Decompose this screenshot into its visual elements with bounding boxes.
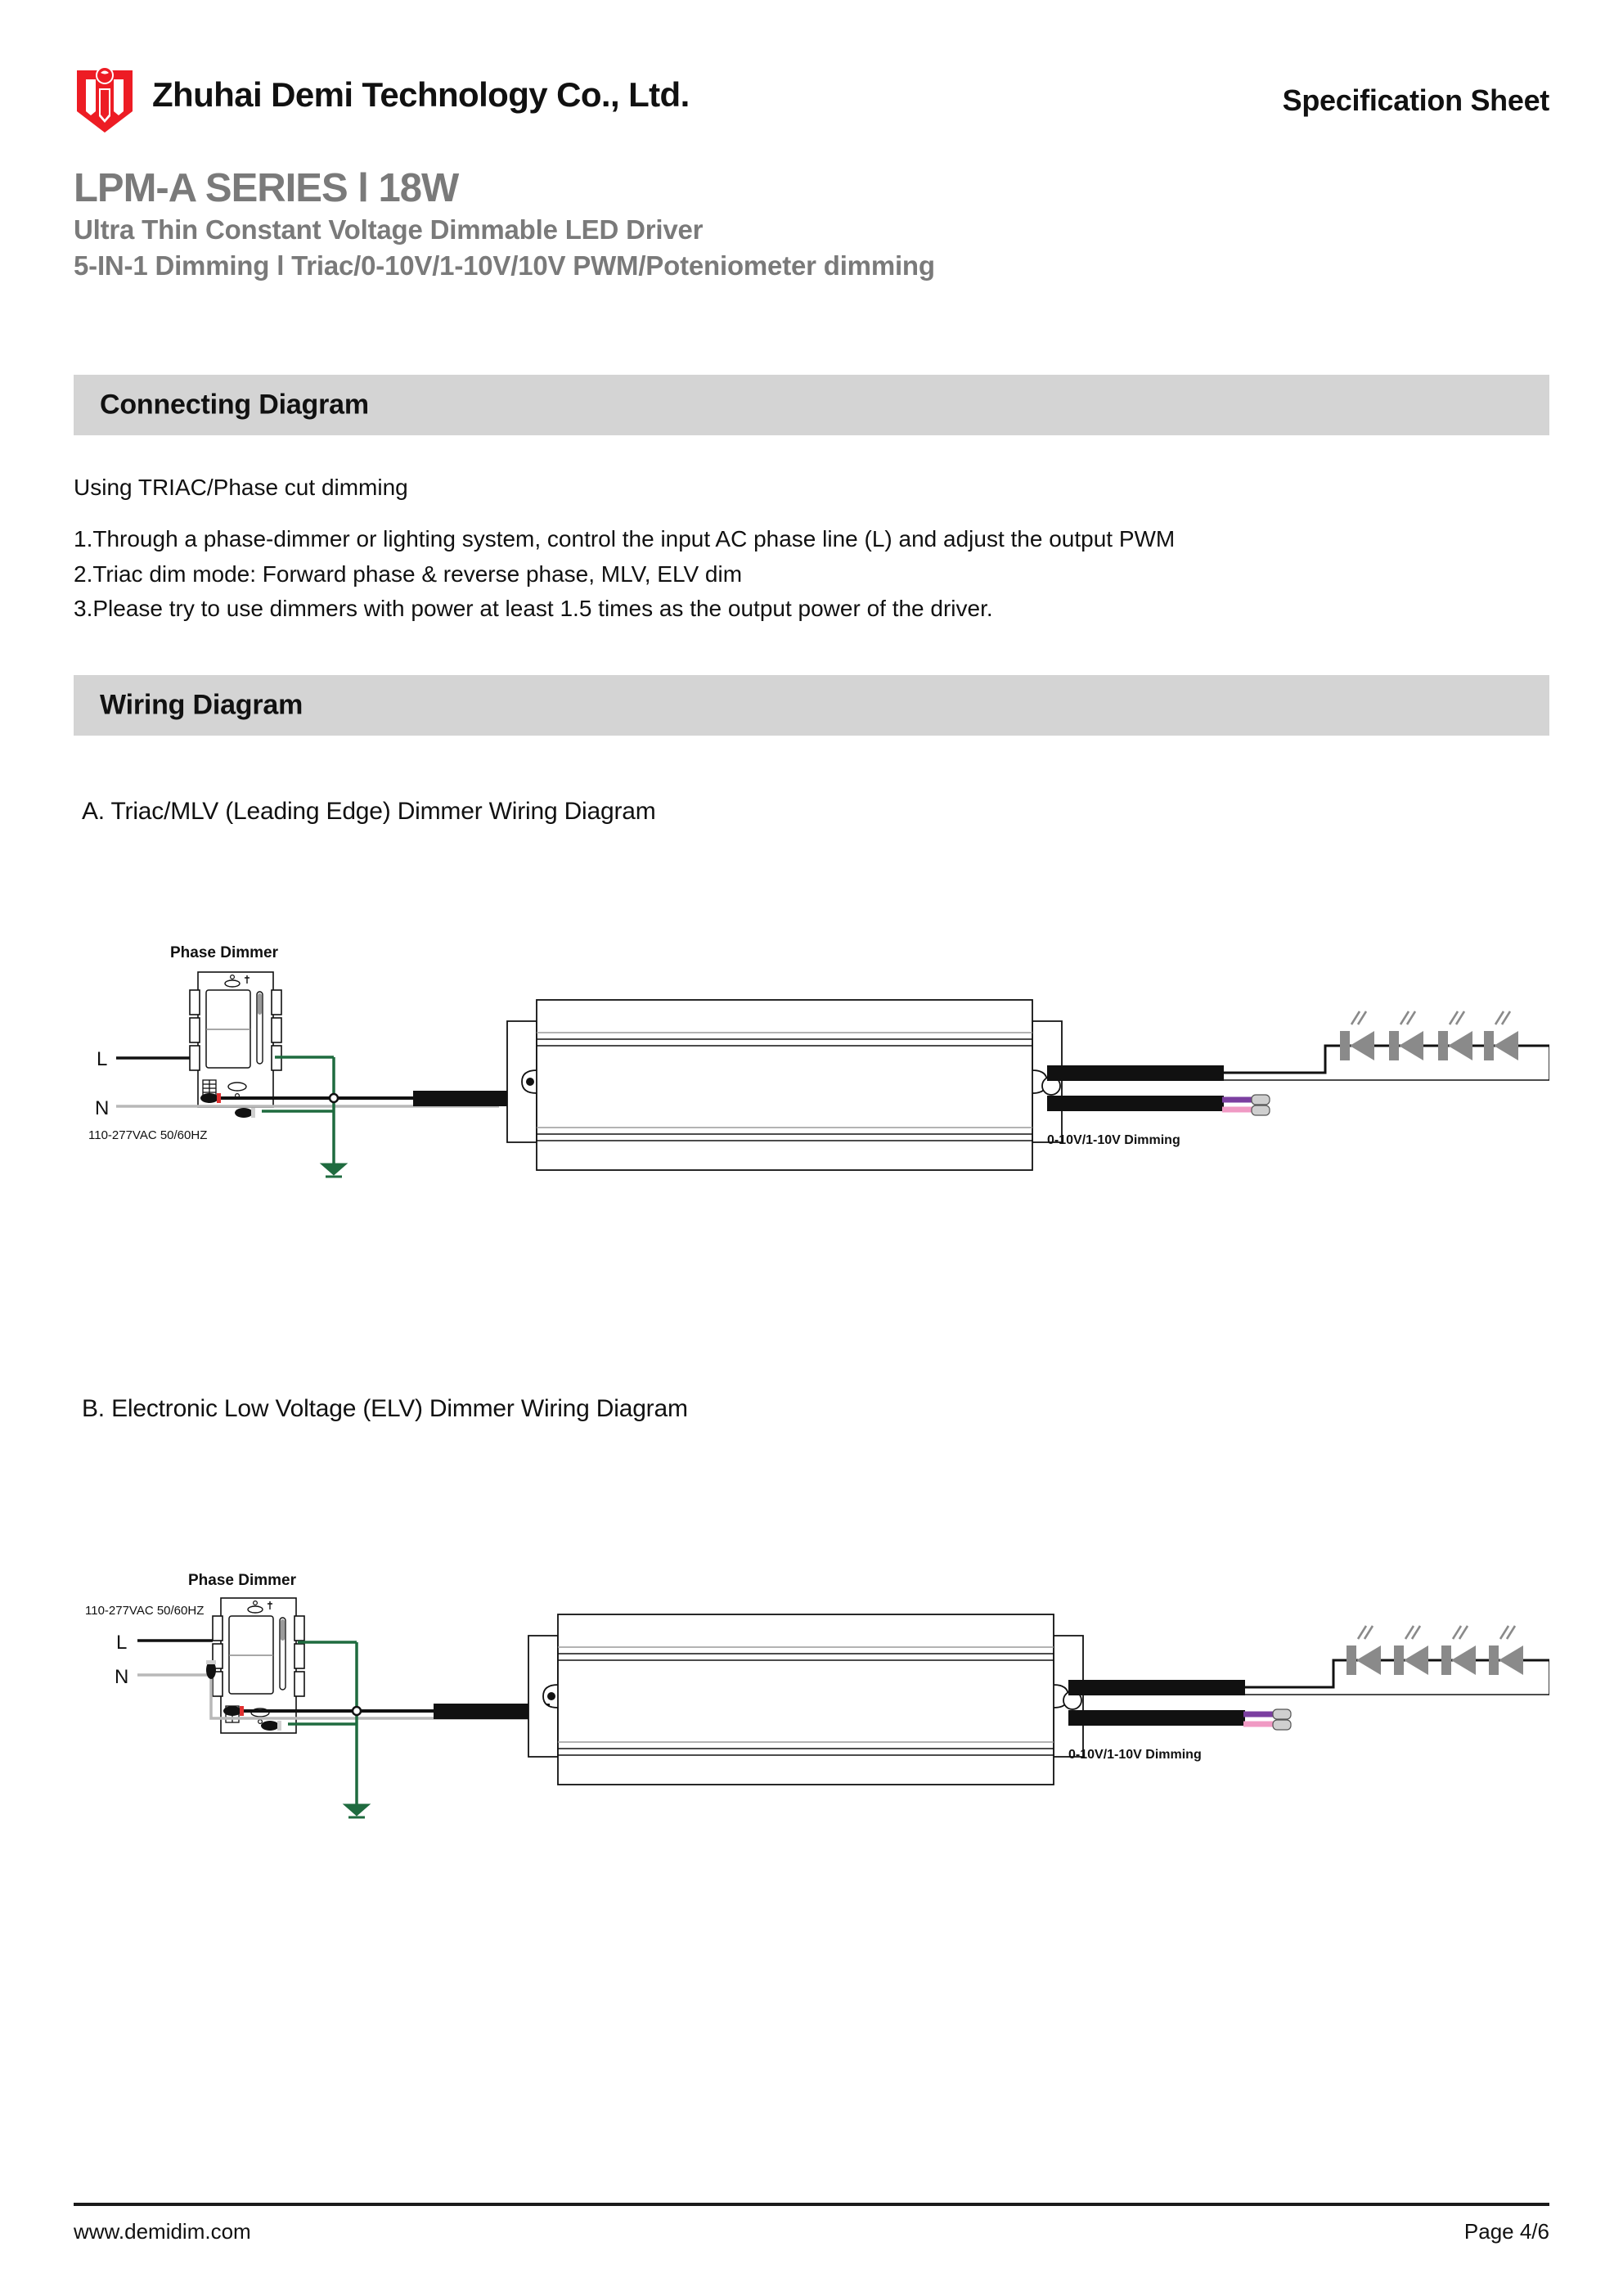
diagram-b-led-chain: [1347, 1625, 1523, 1675]
connecting-note-1: 1.Through a phase-dimmer or lighting sys…: [74, 526, 1176, 551]
connecting-note-2: 2.Triac dim mode: Forward phase & revers…: [74, 560, 743, 587]
diagram-b-wire-nut-n: [206, 1660, 216, 1679]
company-name: Zhuhai Demi Technology Co., Ltd.: [152, 75, 690, 114]
wiring-diagram-a: Phase Dimmer: [74, 925, 1550, 1252]
connecting-intro-text: Using TRIAC/Phase cut dimming: [74, 475, 408, 500]
connecting-note-3: 3.Please try to use dimmers with power a…: [74, 596, 993, 622]
product-subtitle: Ultra Thin Constant Voltage Dimmable LED…: [74, 214, 704, 245]
section-title-connecting-diagram: Connecting Diagram: [100, 389, 369, 421]
led-symbol: [1389, 1011, 1423, 1060]
diagram-a-wire-nut-2: [235, 1108, 255, 1118]
led-symbol: [1394, 1625, 1428, 1675]
diagram-b-input-cable: [434, 1704, 550, 1719]
diagram-b-voltage-label: 110-277VAC 50/60HZ: [85, 1604, 204, 1618]
connecting-notes-list: 1.Through a phase-dimmer or lighting sys…: [74, 522, 1175, 627]
led-symbol: [1484, 1011, 1518, 1060]
diagram-b-wire-nut-1: [223, 1706, 244, 1716]
diagram-b-neutral-label: N: [115, 1666, 128, 1688]
demi-shield-logo-icon: [74, 64, 136, 133]
diagram-b-led-driver-housing: [528, 1614, 1084, 1785]
diagram-a-led-circuit: [1224, 1044, 1550, 1081]
led-symbol: [1441, 1625, 1476, 1675]
diagram-a-dimmer-label: Phase Dimmer: [170, 944, 279, 961]
diagram-a-led-driver-housing: [506, 999, 1063, 1171]
diagram-a-wire-nut-1: [200, 1093, 221, 1103]
diagram-a-input-cable: [413, 1091, 528, 1106]
page-header: Zhuhai Demi Technology Co., Ltd. Specifi…: [74, 64, 1549, 154]
diagram-b-wire-nut-2: [261, 1721, 281, 1731]
diagram-b-neutral-wire: [137, 1673, 532, 1720]
diagram-a-dimming-cable: [1047, 1096, 1224, 1111]
diagram-b-output-cable: [1068, 1680, 1245, 1695]
section-header-wiring-diagram: Wiring Diagram: [74, 675, 1549, 736]
footer-website[interactable]: www.demidim.com: [74, 2219, 251, 2244]
diagram-a-voltage-label: 110-277VAC 50/60HZ: [88, 1128, 207, 1142]
diagram-a-phase-dimmer-switch: [189, 971, 282, 1108]
wiring-diagram-b: Phase Dimmer: [74, 1551, 1550, 1894]
footer-page-number: Page 4/6: [1463, 2219, 1549, 2244]
product-dimming-subtitle: 5-IN-1 Dimming l Triac/0-10V/1-10V/10V P…: [74, 250, 935, 281]
diagram-b-ground-symbol: [342, 1803, 371, 1819]
product-title-block: LPM-A SERIES l 18W Ultra Thin Constant V…: [74, 166, 1549, 282]
diagram-a-ground-wire: [262, 1056, 335, 1164]
diagram-a-output-cable: [1047, 1065, 1224, 1081]
diagram-a-led-chain: [1340, 1011, 1518, 1060]
led-symbol: [1340, 1011, 1374, 1060]
footer-divider: [74, 2203, 1549, 2206]
diagram-b-caption: B. Electronic Low Voltage (ELV) Dimmer W…: [82, 1395, 688, 1422]
diagram-a-caption: A. Triac/MLV (Leading Edge) Dimmer Wirin…: [82, 798, 656, 825]
diagram-a-dimming-leads: [1222, 1094, 1270, 1116]
diagram-b-dimming-leads: [1243, 1708, 1292, 1731]
led-symbol: [1347, 1625, 1381, 1675]
diagram-b-dimming-label: 0-10V/1-10V Dimming: [1068, 1748, 1202, 1762]
diagram-b-line-label: L: [116, 1632, 127, 1654]
document-type-title: Specification Sheet: [1282, 83, 1550, 117]
diagram-a-dimming-label: 0-10V/1-10V Dimming: [1047, 1133, 1180, 1147]
wiring-diagram-b-svg: Phase Dimmer: [85, 1572, 1550, 1819]
section-title-wiring-diagram: Wiring Diagram: [100, 689, 303, 721]
led-symbol: [1438, 1011, 1472, 1060]
section-header-connecting-diagram: Connecting Diagram: [74, 375, 1549, 435]
diagram-b-dimmer-label: Phase Dimmer: [188, 1572, 297, 1589]
diagram-a-line-label: L: [97, 1048, 107, 1070]
diagram-a-neutral-label: N: [95, 1097, 109, 1119]
led-symbol: [1489, 1625, 1523, 1675]
product-series-title: LPM-A SERIES l 18W: [74, 166, 459, 210]
diagram-a-ground-symbol: [319, 1163, 348, 1178]
diagram-b-ground-wire: [288, 1641, 358, 1804]
wiring-diagram-a-svg: Phase Dimmer: [88, 944, 1550, 1178]
diagram-b-dimming-cable: [1068, 1710, 1245, 1726]
